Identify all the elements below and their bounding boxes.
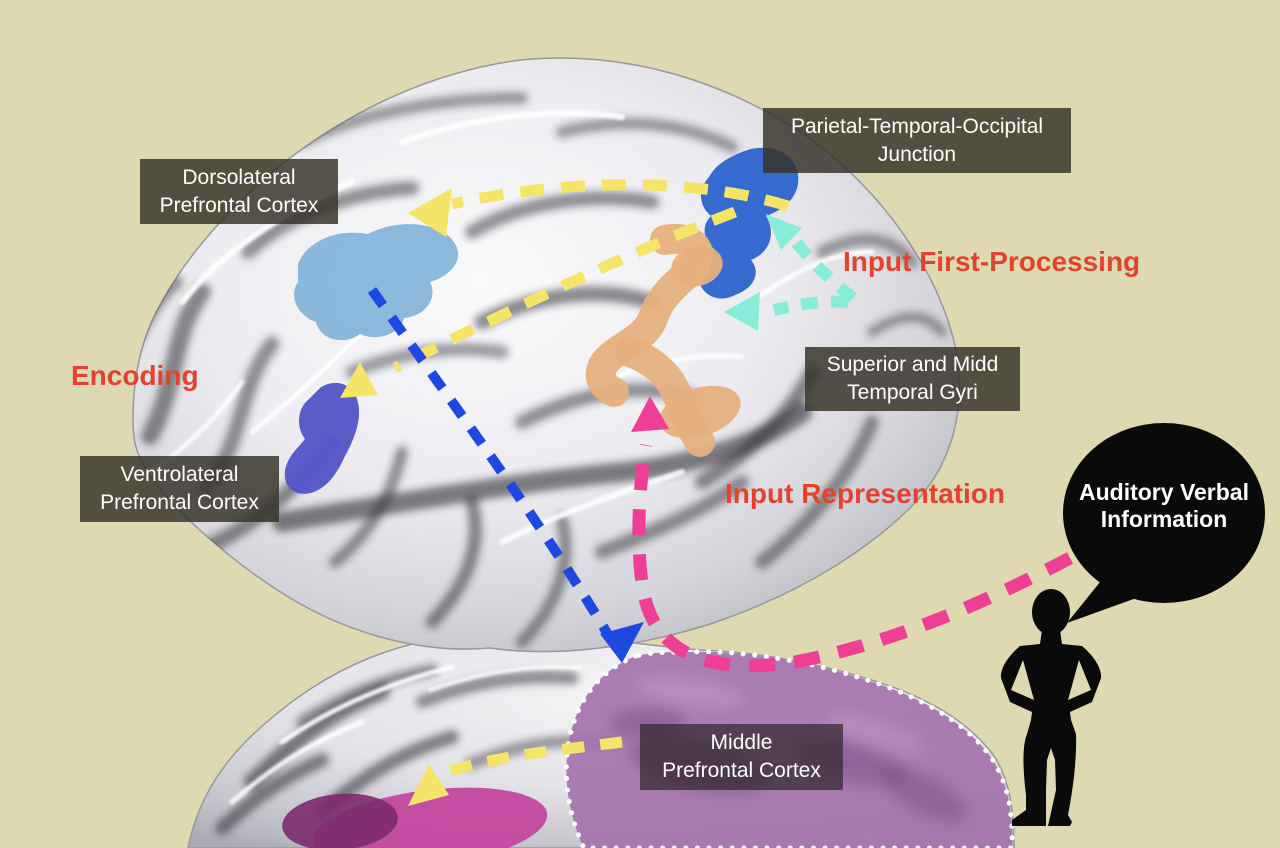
- arrowhead-yellow-lower: [408, 764, 449, 806]
- annotation-input-first-processing: Input First-Processing: [843, 246, 1141, 277]
- person-arm-gap-right: [1068, 660, 1091, 700]
- region-dorsolateral-prefrontal-cortex: [294, 224, 459, 341]
- label-parietal-temporal-occipital-junction: Parietal-Temporal-Occipital Junction: [763, 108, 1071, 173]
- label-middle-prefrontal-cortex: Middle Prefrontal Cortex: [640, 724, 843, 790]
- person-head: [1032, 589, 1070, 635]
- arrowhead-yellow-dlpfc: [408, 188, 452, 237]
- region-superior-middle-temporal-gyri: [585, 223, 741, 457]
- pathway-arrows: [340, 179, 1074, 806]
- region-ventrolateral-prefrontal-cortex: [284, 382, 360, 494]
- speech-bubble-body: [1063, 423, 1265, 603]
- person-arm-gap-left: [1011, 660, 1034, 700]
- arrowhead-cyan-pto: [766, 214, 802, 250]
- person-silhouette: [1000, 589, 1102, 826]
- arrow-cyan-to-pto: [791, 238, 857, 303]
- speech-bubble: [1063, 423, 1265, 623]
- arrow-yellow-to-vlpfc: [392, 206, 737, 373]
- arrowhead-yellow-vlpfc: [340, 362, 378, 398]
- lower-brain: [187, 630, 1015, 848]
- arrow-blue-dlpfc-to-middle-pfc: [367, 287, 615, 641]
- region-parietal-temporal-occipital-junction: [697, 147, 799, 299]
- annotation-encoding: Encoding: [71, 360, 199, 391]
- arrowhead-blue: [600, 622, 644, 663]
- arrow-pink-speech-to-stg: [632, 443, 1074, 673]
- lower-brain-highlights: [229, 664, 582, 805]
- label-ventrolateral-prefrontal-cortex: Ventrolateral Prefrontal Cortex: [80, 456, 279, 522]
- arrow-cyan-to-stg: [772, 295, 849, 316]
- speech-bubble-text: Auditory Verbal Information: [1079, 479, 1249, 533]
- label-dorsolateral-prefrontal-cortex: Dorsolateral Prefrontal Cortex: [140, 159, 338, 224]
- arrowhead-cyan-stg: [724, 292, 760, 331]
- label-superior-and-middle-temporal-gyri: Superior and Midd Temporal Gyri: [805, 347, 1020, 411]
- annotation-input-representation: Input Representation: [725, 478, 1006, 509]
- person-body: [1000, 630, 1102, 826]
- arrow-yellow-pto-to-dlpfc: [450, 179, 790, 212]
- arrowhead-pink: [631, 396, 669, 432]
- upper-brain: [132, 57, 961, 653]
- arrow-yellow-lower-brain: [446, 736, 623, 778]
- lower-brain-magenta-region: [282, 787, 548, 848]
